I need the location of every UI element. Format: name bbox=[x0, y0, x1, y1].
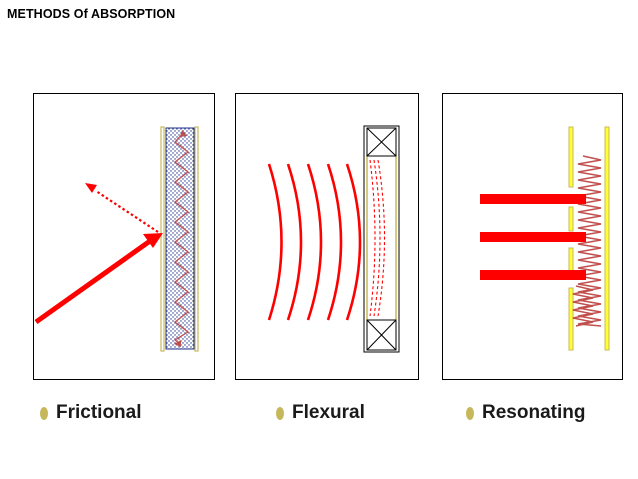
frictional-diagram bbox=[33, 93, 215, 380]
path-arrow-bottom bbox=[174, 340, 181, 347]
resonating-illustration bbox=[480, 126, 610, 351]
wavefront bbox=[306, 163, 323, 321]
incident-wave bbox=[480, 270, 586, 280]
resonator-springs bbox=[572, 155, 602, 327]
frictional-illustration bbox=[34, 126, 199, 352]
bullet-icon bbox=[466, 406, 474, 420]
panel-frame bbox=[363, 125, 400, 353]
rear-wall bbox=[604, 126, 610, 351]
reflected-wave-arrow bbox=[95, 190, 159, 233]
resonating-diagram bbox=[442, 93, 623, 380]
incident-wave-arrow bbox=[34, 238, 152, 325]
incident-wave bbox=[480, 194, 586, 204]
resonating-legend: Resonating bbox=[466, 402, 585, 424]
wavefront bbox=[267, 163, 283, 321]
incident-waves bbox=[480, 194, 586, 280]
flexural-illustration bbox=[267, 125, 400, 353]
resonating-label: Resonating bbox=[482, 402, 586, 423]
sound-path-zigzag bbox=[173, 131, 190, 345]
perforated-plate bbox=[568, 126, 574, 351]
reflected-arrow-head bbox=[85, 183, 97, 193]
bullet-icon bbox=[276, 406, 284, 420]
wavefront bbox=[286, 163, 303, 321]
flexural-legend: Flexural bbox=[276, 402, 365, 424]
flexural-diagram bbox=[235, 93, 419, 380]
right-rail bbox=[194, 126, 199, 352]
wavefronts bbox=[267, 163, 362, 321]
bullet-icon bbox=[40, 406, 48, 420]
incident-arrow-head bbox=[143, 233, 163, 248]
frictional-label: Frictional bbox=[56, 402, 142, 423]
wavefront bbox=[345, 163, 362, 321]
flexural-label: Flexural bbox=[292, 402, 365, 423]
incident-wave bbox=[480, 232, 586, 242]
page-title: METHODS Of ABSORPTION bbox=[7, 7, 176, 21]
path-arrow-top bbox=[180, 130, 187, 137]
left-rail bbox=[160, 126, 165, 352]
flexing-membrane bbox=[369, 159, 386, 317]
wavefront bbox=[326, 163, 343, 321]
frictional-legend: Frictional bbox=[40, 402, 142, 424]
